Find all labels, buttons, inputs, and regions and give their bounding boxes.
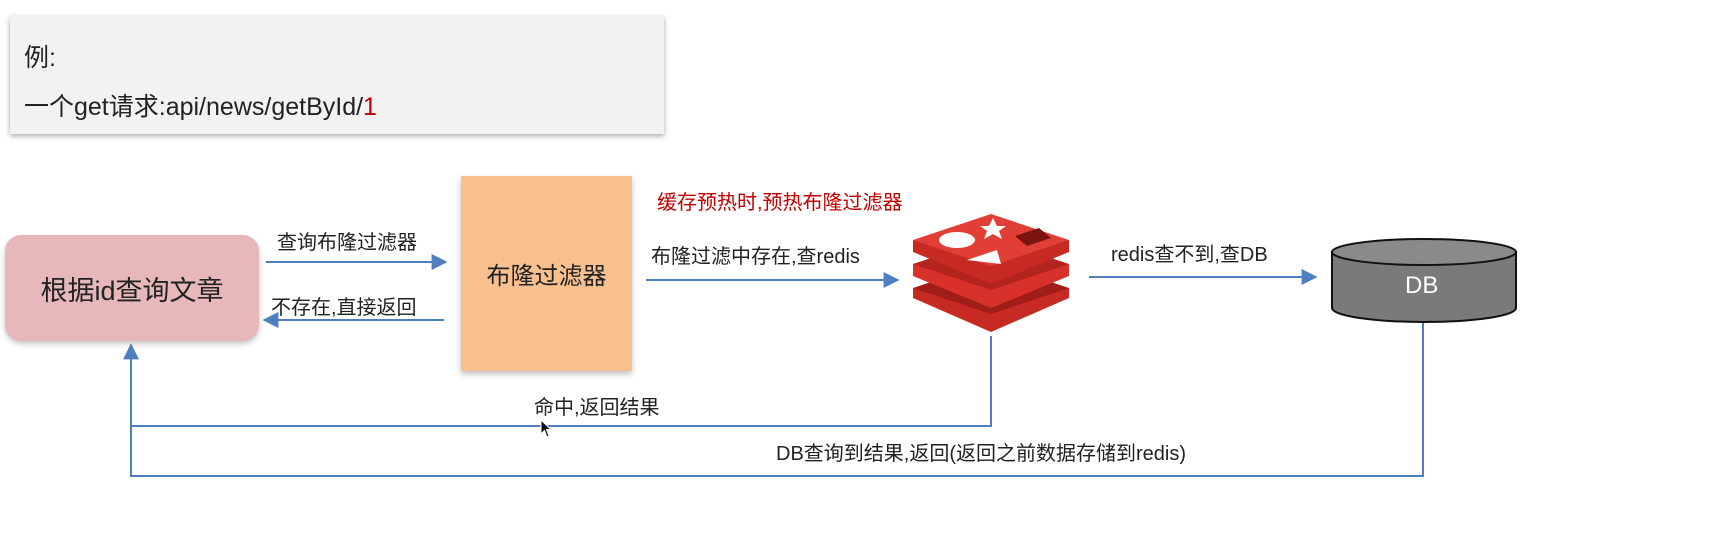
bloom-filter-label: 布隆过滤器 xyxy=(486,263,607,290)
note-request-path: 一个get请求:api/news/getById/ xyxy=(24,93,364,121)
redis-icon xyxy=(913,214,1069,332)
query-article-label: 根据id查询文章 xyxy=(40,275,224,306)
label-query-bloom: 查询布隆过滤器 xyxy=(277,232,417,254)
arrow-db-return xyxy=(130,322,1424,477)
bloom-filter-node: 布隆过滤器 xyxy=(461,176,632,371)
label-not-exist: 不存在,直接返回 xyxy=(271,297,417,319)
database-label: DB xyxy=(1405,272,1439,299)
note-line-2: 一个get请求:api/news/getById/1 xyxy=(24,87,377,123)
label-to-db: redis查不到,查DB xyxy=(1111,244,1268,266)
label-to-redis: 布隆过滤中存在,查redis xyxy=(651,246,860,268)
label-db-return: DB查询到结果,返回(返回之前数据存储到redis) xyxy=(776,443,1187,465)
note-request-id: 1 xyxy=(363,93,377,121)
label-hit-return: 命中,返回结果 xyxy=(534,397,660,419)
note-line-1: 例: xyxy=(24,44,56,72)
label-cache-preheat: 缓存预热时,预热布隆过滤器 xyxy=(657,192,903,214)
mouse-cursor-icon xyxy=(540,419,553,438)
query-article-node: 根据id查询文章 xyxy=(5,235,259,341)
database-icon xyxy=(1331,238,1517,323)
example-note: 例: 一个get请求:api/news/getById/1 xyxy=(10,16,664,134)
arrow-hit-return xyxy=(123,336,992,427)
